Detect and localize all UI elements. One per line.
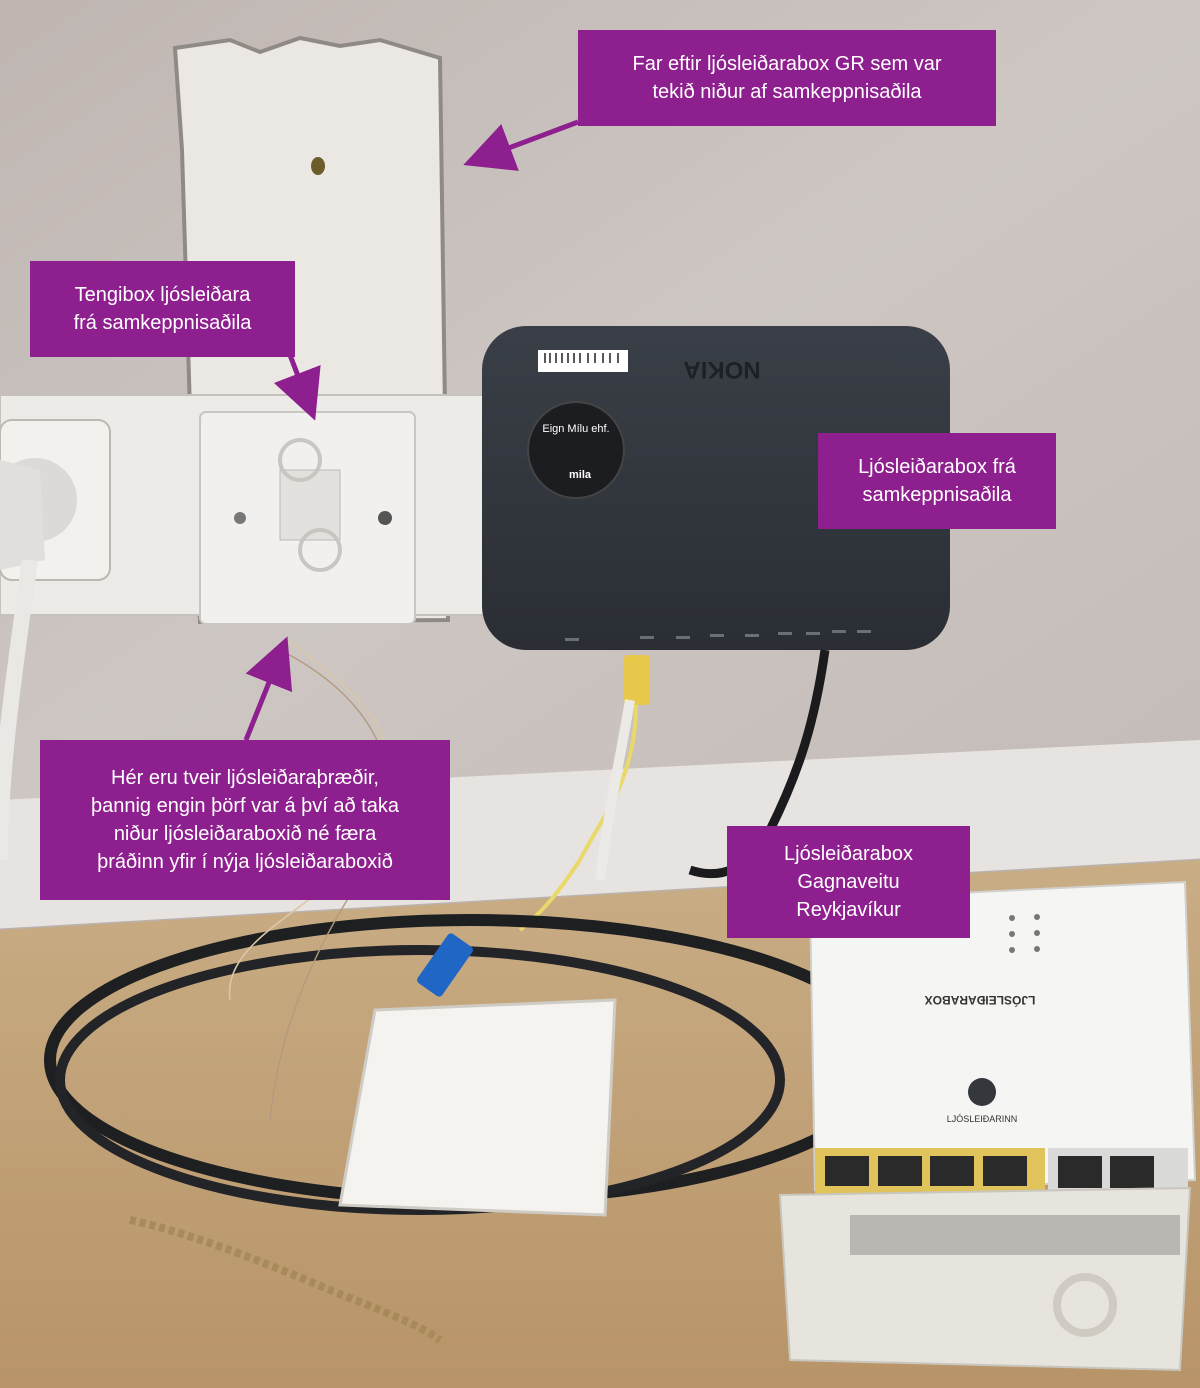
blue-fiber-connector: [417, 933, 473, 997]
svg-text:LJÓSLEIÐARINN: LJÓSLEIÐARINN: [947, 1114, 1018, 1124]
gr-fiber-box: [808, 880, 1197, 1192]
screw-hole: [311, 157, 325, 175]
svg-text:mila: mila: [569, 469, 592, 481]
svg-text:Eign Mílu ehf.: Eign Mílu ehf.: [542, 423, 609, 435]
power-cable: [688, 649, 830, 879]
loose-box-cover: [338, 998, 617, 1217]
yellow-ethernet-plug: [624, 655, 650, 705]
callout-competitor-box: Ljósleiðarabox frá samkeppnisaðila: [818, 433, 1056, 529]
callout-two-fibers: Hér eru tveir ljósleiðaraþræðir, þannig …: [40, 740, 450, 900]
barcode-label: [538, 350, 628, 372]
callout-gr-removed: Far eftir ljósleiðarabox GR sem var teki…: [578, 30, 996, 126]
nokia-logo: NOKIA: [683, 356, 760, 383]
mila-sticker: [527, 401, 625, 499]
rope: [129, 1216, 443, 1344]
callout-tengibox: Tengibox ljósleiðara frá samkeppnisaðila: [30, 261, 295, 357]
svg-text:LJÓSLEIÐARABOX: LJÓSLEIÐARABOX: [925, 993, 1036, 1008]
callout-gr-box: Ljósleiðarabox Gagnaveitu Reykjavíkur: [727, 826, 970, 938]
